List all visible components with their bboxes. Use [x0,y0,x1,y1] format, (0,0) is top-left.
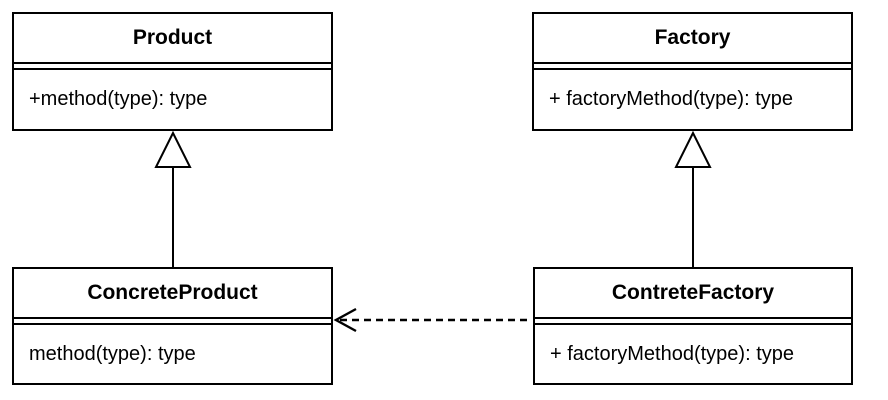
class-box-concrete-product: ConcreteProduct method(type): type [12,267,333,385]
class-name-contrete-factory: ContreteFactory [611,281,775,304]
method-label-contrete-factory: + factoryMethod(type): type [550,342,795,365]
method-label-concrete-product: method(type): type [29,342,196,365]
method-label-product: +method(type): type [29,88,208,110]
attributes-compartment-product [14,62,331,70]
attributes-compartment-concrete-product [14,317,331,325]
class-box-contrete-factory: ContreteFactory + factoryMethod(type): t… [533,267,853,385]
class-name-factory: Factory [654,26,731,49]
generalization-arrow-contretefactory-to-factory [674,130,712,268]
methods-compartment-concrete-product: method(type): type [14,325,331,383]
generalization-arrow-concreteproduct-to-product [154,130,192,268]
methods-compartment-product: +method(type): type [14,70,331,129]
methods-compartment-factory: + factoryMethod(type): type [534,70,851,129]
class-box-product: Product +method(type): type [12,12,333,131]
class-name-product: Product [132,26,213,49]
method-label-factory: + factoryMethod(type): type [549,88,794,110]
methods-compartment-contrete-factory: + factoryMethod(type): type [535,325,851,383]
class-name-concrete-product: ConcreteProduct [87,281,258,304]
attributes-compartment-contrete-factory [535,317,851,325]
class-box-factory: Factory + factoryMethod(type): type [532,12,853,131]
attributes-compartment-factory [534,62,851,70]
dependency-arrow-contretefactory-to-concreteproduct [333,307,532,333]
